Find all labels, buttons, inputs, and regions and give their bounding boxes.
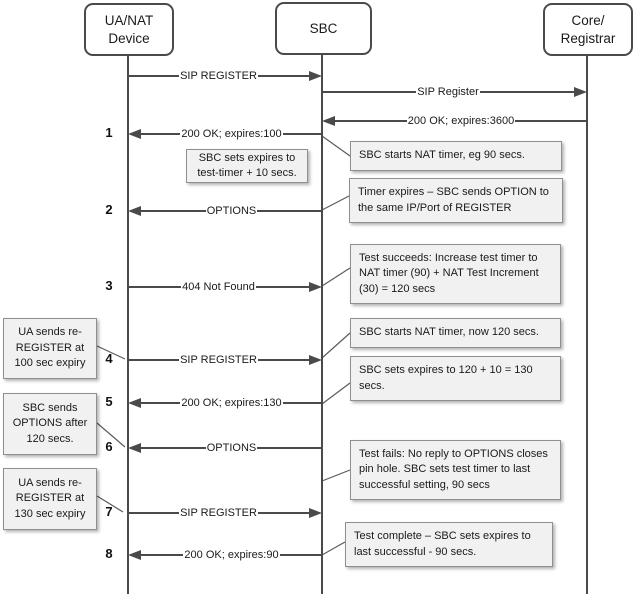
msg-sip-register-step4: SIP REGISTER: [128, 352, 323, 368]
arrowhead-left-icon: [128, 129, 141, 139]
note-text: SBC starts NAT timer, eg 90 secs.: [359, 149, 525, 162]
note-text: Test complete – SBC sets expires to last…: [354, 530, 531, 558]
message-label: SIP REGISTER: [180, 507, 257, 519]
arrowhead-left-icon: [128, 206, 141, 216]
step-number-4: 4: [105, 351, 113, 366]
lifeline-sbc: [321, 55, 323, 594]
leader-note-timer-expires: [321, 195, 350, 211]
step-number-6: 6: [105, 439, 113, 454]
note-sbc-sends-options-120: SBC sends OPTIONS after 120 secs.: [3, 393, 97, 455]
arrowhead-left-icon: [128, 550, 141, 560]
leader-note-test-succeeds: [321, 267, 351, 287]
arrowhead-right-icon: [309, 71, 323, 81]
msg-200ok-expires-130: 200 OK; expires:130: [128, 395, 323, 411]
msg-200ok-expires-3600: 200 OK; expires:3600: [322, 113, 587, 129]
note-text: UA sends re-REGISTER at 130 sec expiry: [14, 476, 86, 520]
leader-note-nat-timer-120: [321, 332, 351, 359]
message-label: SIP REGISTER: [180, 70, 257, 82]
msg-404-not-found: 404 Not Found: [128, 279, 322, 295]
note-text: Test succeeds: Increase test timer to NA…: [359, 251, 539, 295]
message-label: 200 OK; expires:100: [181, 128, 282, 140]
arrowhead-right-icon: [309, 282, 322, 292]
note-sbc-starts-nat-timer-90: SBC starts NAT timer, eg 90 secs.: [350, 141, 562, 171]
msg-options-step6: OPTIONS: [128, 440, 323, 456]
note-test-fails-closes-pinhole: Test fails: No reply to OPTIONS closes p…: [350, 440, 561, 500]
arrowhead-left-icon: [322, 116, 335, 126]
note-text: SBC sets expires to test-timer + 10 secs…: [197, 151, 297, 179]
step-number-3: 3: [105, 278, 113, 293]
msg-200ok-expires-100: 200 OK; expires:100: [128, 126, 323, 142]
note-text: Timer expires – SBC sends OPTION to the …: [358, 186, 549, 214]
note-test-complete-expires-90: Test complete – SBC sets expires to last…: [345, 522, 553, 567]
lifeline-ua-nat-device: [127, 55, 129, 594]
actor-box-ua-nat-device: UA/NAT Device: [84, 3, 174, 56]
actor-title-line: UA/NAT: [104, 12, 154, 28]
msg-sip-register-ua-sbc-initial: SIP REGISTER: [128, 68, 323, 84]
arrowhead-right-icon: [309, 355, 323, 365]
message-label: 200 OK; expires:90: [184, 549, 279, 561]
message-label: SIP REGISTER: [180, 354, 257, 366]
arrowhead-right-icon: [574, 87, 587, 97]
note-timer-expires-sends-option: Timer expires – SBC sends OPTION to the …: [349, 178, 563, 223]
msg-sip-register-sbc-core: SIP Register: [322, 84, 587, 100]
step-number-5: 5: [105, 394, 113, 409]
note-text: Test fails: No reply to OPTIONS closes p…: [359, 447, 548, 491]
note-text: SBC sets expires to 120 + 10 = 130 secs.: [359, 364, 533, 392]
step-number-1: 1: [105, 125, 113, 140]
note-ua-reregister-100: UA sends re-REGISTER at 100 sec expiry: [3, 318, 97, 379]
step-number-8: 8: [105, 546, 113, 561]
msg-200ok-expires-90: 200 OK; expires:90: [128, 547, 323, 563]
message-label: 200 OK; expires:130: [181, 397, 282, 409]
note-ua-reregister-130: UA sends re-REGISTER at 130 sec expiry: [3, 468, 97, 530]
actor-title-line: Core/: [571, 12, 605, 28]
message-label: SIP Register: [417, 86, 479, 98]
message-label: OPTIONS: [206, 205, 257, 217]
arrowhead-left-icon: [128, 398, 141, 408]
note-test-succeeds-increase-timer: Test succeeds: Increase test timer to NA…: [350, 244, 561, 304]
note-text: UA sends re-REGISTER at 100 sec expiry: [14, 326, 86, 370]
msg-options-step2: OPTIONS: [128, 203, 323, 219]
message-label: OPTIONS: [206, 442, 257, 454]
leader-note-expires-130: [321, 382, 351, 405]
arrowhead-right-icon: [309, 508, 323, 518]
step-number-2: 2: [105, 202, 113, 217]
note-sbc-sets-expires-test-timer: SBC sets expires to test-timer + 10 secs…: [186, 149, 308, 183]
note-sbc-starts-nat-timer-120: SBC starts NAT timer, now 120 secs.: [350, 318, 561, 348]
leader-note-test-fails: [321, 469, 351, 482]
leader-note-test-complete: [321, 541, 346, 556]
note-sbc-sets-expires-130: SBC sets expires to 120 + 10 = 130 secs.: [350, 356, 561, 401]
actor-title-line: SBC: [309, 20, 338, 36]
note-text: SBC sends OPTIONS after 120 secs.: [12, 401, 88, 445]
actor-box-core-registrar: Core/ Registrar: [543, 3, 633, 56]
msg-sip-register-step7: SIP REGISTER: [128, 505, 323, 521]
actor-title-line: Device: [108, 30, 150, 46]
actor-title-line: Registrar: [560, 30, 616, 46]
message-label: 404 Not Found: [182, 281, 255, 293]
arrowhead-left-icon: [128, 443, 141, 453]
message-label: 200 OK; expires:3600: [407, 115, 515, 127]
step-number-7: 7: [105, 504, 113, 519]
note-text: SBC starts NAT timer, now 120 secs.: [359, 326, 539, 339]
leader-note-nat-timer-90: [321, 135, 351, 157]
lifeline-core-registrar: [586, 55, 588, 594]
actor-box-sbc: SBC: [275, 2, 372, 55]
